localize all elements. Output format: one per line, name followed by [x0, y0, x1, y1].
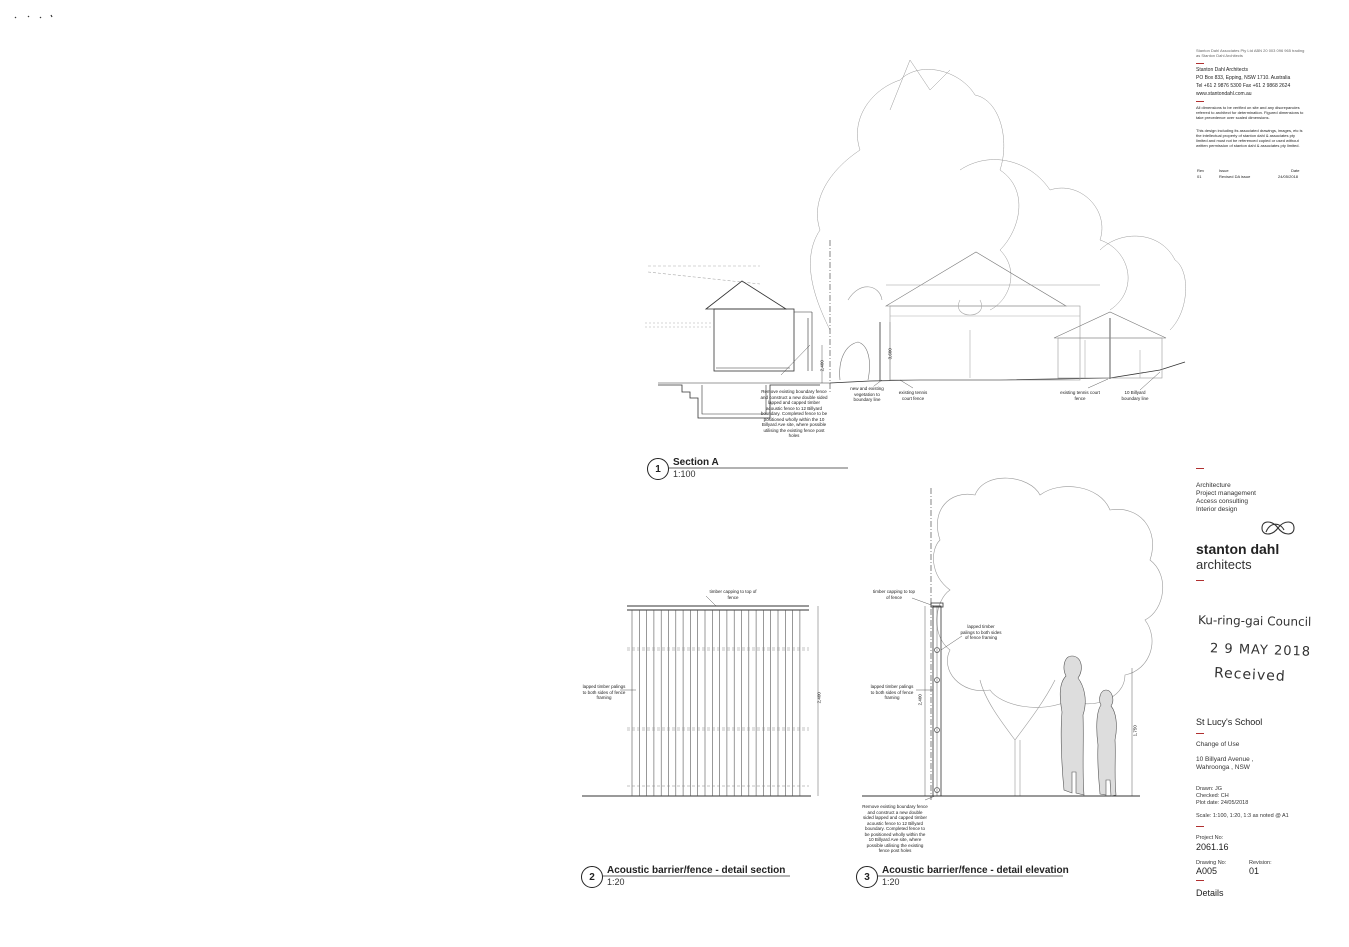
drawing-no: A005 [1196, 866, 1218, 876]
section-a-tennis-fence-1: existing tennis court fence [898, 390, 928, 401]
detail-elevation-height-dim: 2,400 [917, 694, 923, 706]
rev-header-issue: Issue [1219, 168, 1229, 173]
architect-phone: Tel +61 2 9876 5300 Fax +61 2 9868 2624 [1196, 83, 1291, 89]
detail-section-linework [582, 595, 819, 877]
section-a-tennis-fence-2: existing tennis court fence [1060, 390, 1100, 401]
red-rule [1196, 880, 1204, 881]
revision-value: 01 [1249, 866, 1260, 876]
child-silhouette [1096, 689, 1117, 797]
view-3-scale: 1:20 [882, 877, 900, 887]
detail-section-height-dim: 2,400 [816, 692, 822, 704]
section-a-dim-2: 3,600 [887, 348, 893, 360]
logo-wordmark-line1: stanton dahl [1196, 541, 1280, 557]
disclaimer-dimensions: All dimensions to be verified on site an… [1196, 105, 1304, 120]
disclaimer-copyright: This design including its associated dra… [1196, 128, 1303, 148]
view-2-number: 2 [581, 866, 603, 888]
rev-row-issue: Revised DA issue [1219, 174, 1251, 179]
service-interior-design: Interior design [1196, 506, 1238, 513]
architect-address: PO Box 833, Epping, NSW 1710. Australia [1196, 75, 1291, 81]
section-a-dim-1: 2,400 [819, 360, 825, 372]
section-a-remove-note: Remove existing boundary fence and const… [760, 389, 828, 438]
detail-section-palings-note: lapped timber palings to both sides of f… [582, 684, 626, 700]
detail-elevation-linework [862, 477, 1163, 877]
project-use: Change of Use [1196, 741, 1240, 748]
red-rule [1196, 63, 1204, 64]
service-architecture: Architecture [1196, 482, 1231, 489]
red-rule [1196, 468, 1204, 469]
view-3-number: 3 [856, 866, 878, 888]
detail-elevation-palings-note-2: lapped timber palings to both sides of f… [870, 684, 914, 700]
sheet-title: Details [1196, 888, 1224, 898]
red-rule [1196, 826, 1204, 827]
detail-section-capping-note: timber capping to top of fence [709, 589, 757, 600]
drawing-no-label: Drawing No: [1196, 860, 1227, 866]
project-checked: Checked: CH [1196, 793, 1229, 799]
logo-mark [1261, 521, 1295, 535]
project-no: 2061.16 [1196, 842, 1229, 852]
section-a-linework [645, 59, 1186, 469]
architect-website: www.stantondahl.com.au [1196, 91, 1252, 97]
detail-elevation-palings-note-1: lapped timber palings to both sides of f… [960, 624, 1002, 640]
scan-specks [14, 14, 53, 19]
logo-wordmark-line2: architects [1196, 557, 1252, 572]
service-access-consulting: Access consulting [1196, 498, 1249, 505]
adult-silhouette [1059, 655, 1086, 796]
project-address-1: 10 Billyard Avenue , [1196, 756, 1254, 763]
project-scale: Scale: 1:100, 1:20, 1:3 as noted @ A1 [1196, 813, 1289, 819]
project-plot-date: Plot date: 24/05/2018 [1196, 800, 1249, 806]
red-rule [1196, 101, 1204, 102]
architect-name: Stanton Dahl Architects [1196, 67, 1248, 73]
view-1-scale: 1:100 [673, 469, 696, 479]
rev-header-date: Date [1291, 168, 1300, 173]
project-school: St Lucy's School [1196, 717, 1263, 727]
rev-row-date: 24/05/2018 [1278, 174, 1299, 179]
view-3-title: Acoustic barrier/fence - detail elevatio… [882, 865, 1069, 876]
project-drawn: Drawn: JG [1196, 786, 1222, 792]
view-1-title: Section A [673, 457, 719, 468]
detail-elevation-person-dim: 1,750 [1132, 725, 1138, 737]
view-2-scale: 1:20 [607, 877, 625, 887]
section-a-vegetation-note: new and existing vegetation to boundary … [850, 386, 884, 402]
service-project-management: Project management [1196, 490, 1256, 497]
project-no-label: Project No: [1196, 835, 1224, 841]
red-rule [1196, 580, 1204, 581]
architect-fine-print: Stanton Dahl Associates Pty Ltd ABN 20 0… [1196, 48, 1305, 58]
red-rule [1196, 733, 1204, 734]
rev-row-rev: 01 [1197, 174, 1202, 179]
rev-header-rev: Rev [1197, 168, 1205, 173]
section-a-boundary-note: 10 Billyard boundary line [1121, 390, 1149, 401]
view-1-number: 1 [647, 458, 669, 480]
project-address-2: Wahroonga , NSW [1196, 764, 1250, 771]
detail-elevation-remove-note: Remove existing boundary fence and const… [862, 804, 928, 853]
stamp-council: Ku-ring-gai Council [1197, 613, 1312, 629]
detail-elevation-capping-note: timber capping to top of fence [872, 589, 916, 600]
view-2-title: Acoustic barrier/fence - detail section [607, 865, 786, 876]
revision-label: Revision: [1249, 860, 1272, 866]
